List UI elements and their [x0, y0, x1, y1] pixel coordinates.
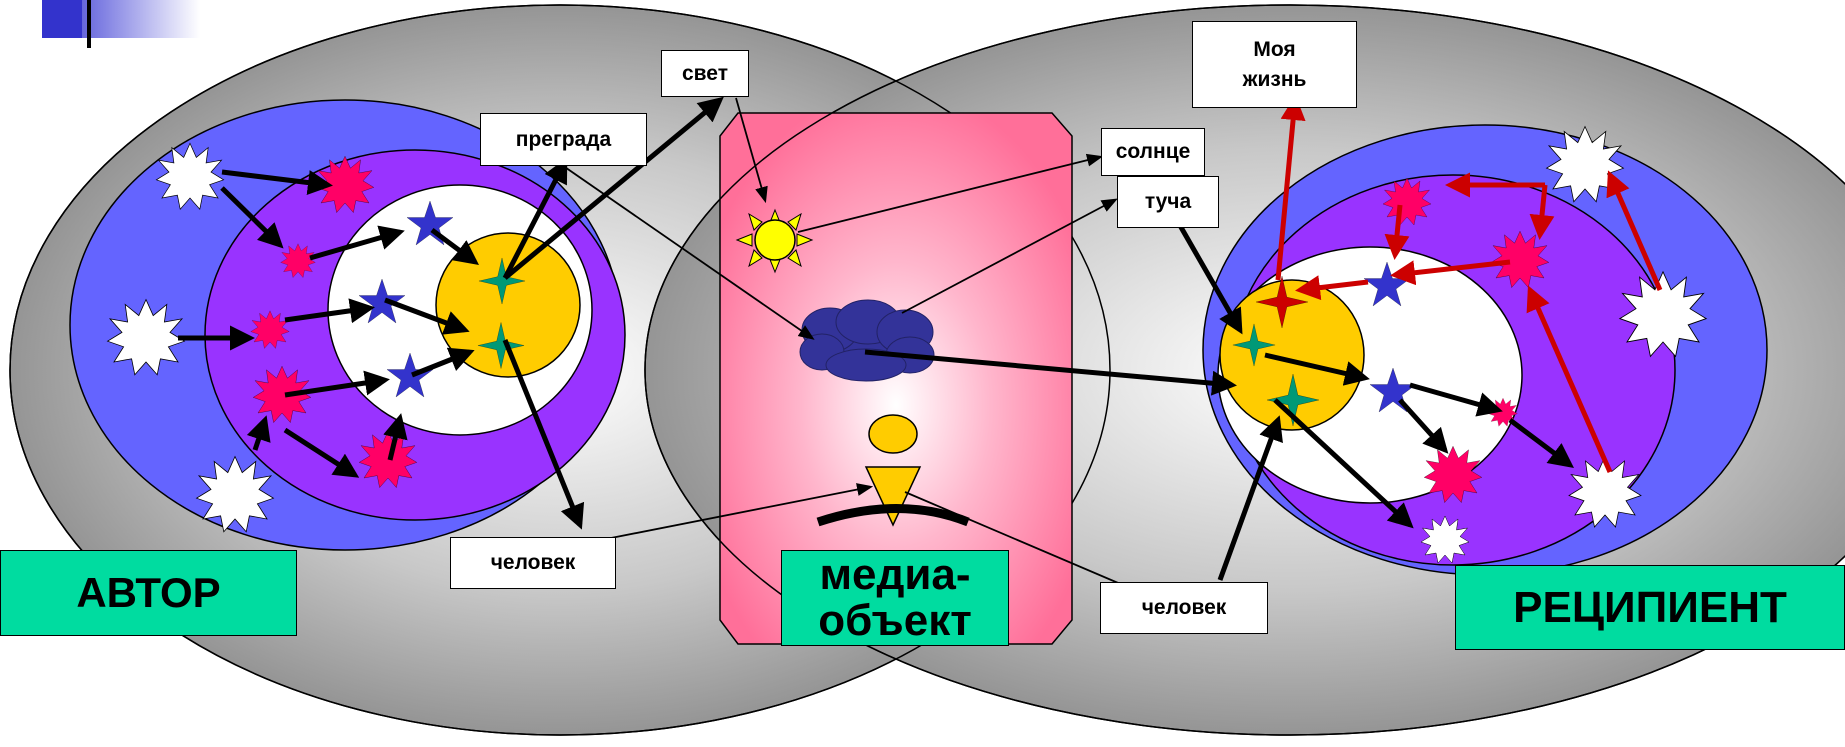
- label-media-line1: медиа-: [819, 550, 971, 599]
- media-panel: [719, 112, 1073, 645]
- label-moya-zhizn-line1: Моя: [1253, 37, 1296, 61]
- label-chelovek-left: человек: [450, 537, 616, 589]
- label-avtor: АВТОР: [0, 550, 297, 636]
- red-arrows: [1275, 95, 1663, 474]
- label-pregrada: преграда: [480, 113, 647, 166]
- logo-gradient: [82, 0, 200, 38]
- label-media-object: медиа- объект: [781, 550, 1009, 646]
- thin-arrows: [532, 97, 1161, 602]
- label-tucha: туча: [1117, 176, 1219, 228]
- cloud-icon: [799, 299, 935, 382]
- label-solntse: солнце: [1101, 128, 1205, 176]
- recipient-core: [1219, 279, 1365, 431]
- person-icon: [816, 414, 970, 527]
- logo-bar: [87, 0, 91, 48]
- label-svet: свет: [661, 50, 749, 97]
- author-outer-outline: [9, 4, 1111, 736]
- author-core: [435, 232, 581, 378]
- logo-block: [42, 0, 82, 38]
- recipient-arrows: [864, 220, 1574, 581]
- author-arrows: [178, 96, 724, 530]
- label-chelovek-right: человек: [1100, 582, 1268, 634]
- label-moya-zhizn: Моя жизнь: [1192, 21, 1357, 108]
- label-moya-zhizn-line2: жизнь: [1242, 67, 1307, 91]
- recipient-outer-outline: [644, 4, 1845, 736]
- label-media-line2: объект: [818, 596, 972, 645]
- label-retsipient: РЕЦИПИЕНТ: [1455, 565, 1845, 650]
- sun-icon: [735, 208, 814, 274]
